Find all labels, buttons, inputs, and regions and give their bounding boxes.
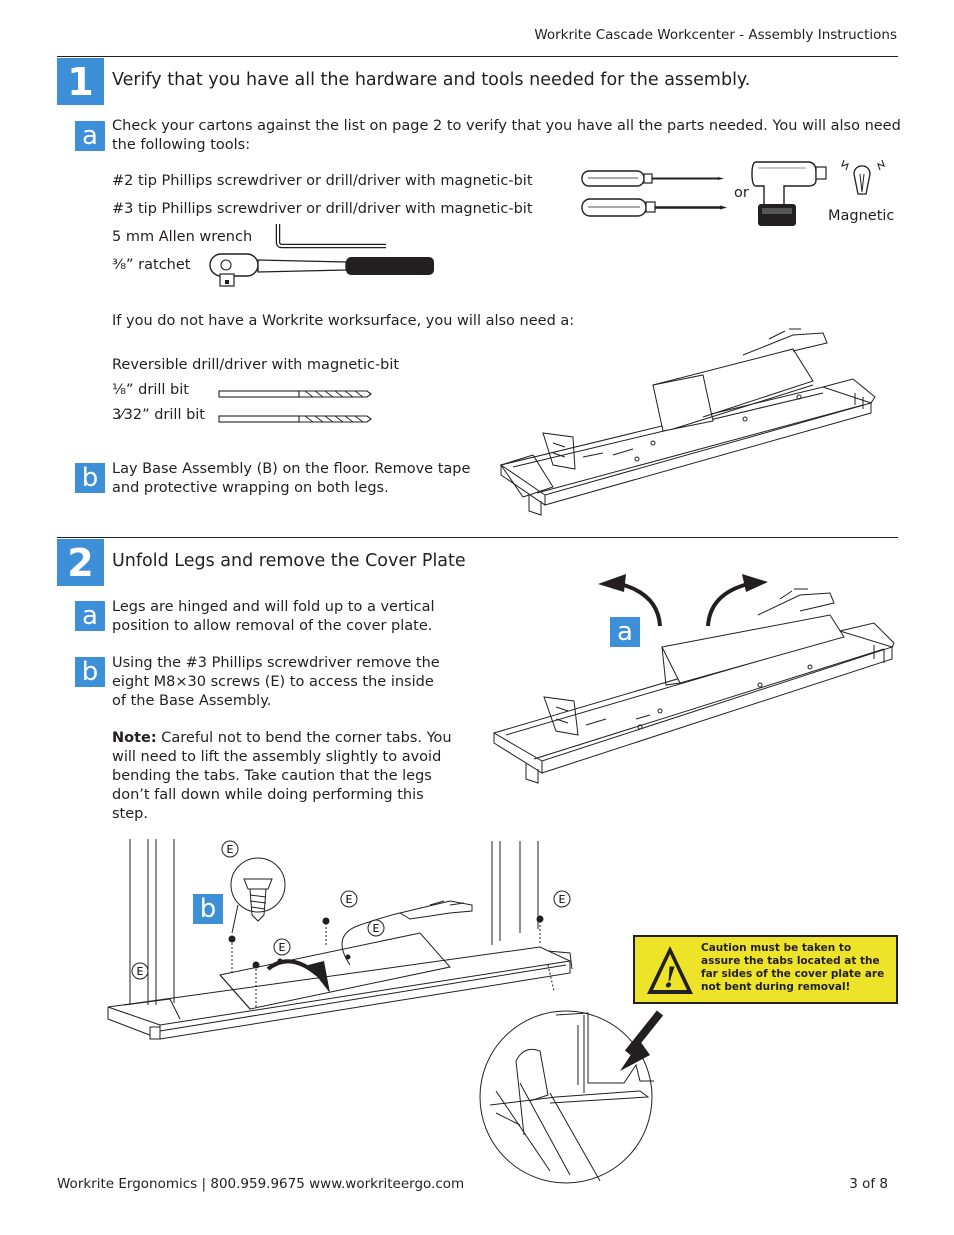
- magnetic-bit-icon: [841, 159, 885, 195]
- figure-label-b: b: [193, 894, 223, 924]
- screw-label-e: E: [137, 965, 144, 978]
- caution-text: Caution must be taken to assure the tabs…: [701, 942, 885, 993]
- tool-item: ⅛” drill bit: [112, 382, 189, 398]
- section-divider: [57, 537, 898, 538]
- base-assembly-legs-unfolding-illustration: [492, 588, 895, 784]
- extra-tools-intro: If you do not have a Workrite worksurfac…: [112, 313, 575, 329]
- substep-text: Legs are hinged and will fold up to a ve…: [112, 599, 435, 634]
- cover-plate-removal-illustration: E E E E E E: [107, 839, 664, 1184]
- page-number: 3 of 8: [849, 1176, 888, 1192]
- warning-triangle-icon: !: [647, 946, 693, 994]
- figure-label-a: a: [610, 617, 640, 647]
- screw-label-e: E: [346, 893, 353, 906]
- substep-text: Using the #3 Phillips screwdriver remove…: [112, 655, 440, 709]
- substep-badge: a: [75, 601, 105, 631]
- phillips-screwdriver-icon: [581, 170, 724, 187]
- rotation-arrows-icon: [598, 574, 768, 627]
- tool-item: 5 mm Allen wrench: [112, 229, 253, 245]
- note-label: Note:: [112, 730, 157, 746]
- substep-badge: a: [75, 121, 105, 151]
- tool-item: #3 tip Phillips screwdriver or drill/dri…: [112, 201, 533, 217]
- tool-item: ⅜” ratchet: [112, 257, 191, 273]
- step-number-badge: 2: [57, 539, 104, 586]
- tool-item: 3⁄32” drill bit: [112, 407, 205, 423]
- drill-bit-icon: [218, 415, 372, 423]
- substep-text: Check your cartons against the list on p…: [112, 118, 901, 153]
- step-heading: Verify that you have all the hardware an…: [112, 70, 751, 90]
- screw-label-e: E: [279, 941, 286, 954]
- tool-item: #2 tip Phillips screwdriver or drill/dri…: [112, 173, 533, 189]
- base-assembly-illustration: [499, 328, 876, 516]
- screw-label-e: E: [559, 893, 566, 906]
- note-paragraph: Note: Careful not to bend the corner tab…: [112, 729, 452, 824]
- allen-wrench-icon: [275, 224, 386, 249]
- step-number-badge: 1: [57, 58, 104, 105]
- phillips-screwdriver-icon: [581, 198, 727, 217]
- ratchet-icon: [209, 253, 434, 287]
- document-header: Workrite Cascade Workcenter - Assembly I…: [534, 27, 897, 43]
- or-label: or: [734, 185, 749, 201]
- screw-label-e: E: [373, 922, 380, 935]
- drill-driver-icon: [751, 161, 827, 226]
- section-divider: [57, 56, 898, 57]
- screw-label-e: E: [227, 843, 234, 856]
- note-text: Careful not to bend the corner tabs. You…: [112, 730, 452, 822]
- substep-badge: b: [75, 463, 105, 493]
- substep-badge: b: [75, 657, 105, 687]
- drill-bit-icon: [218, 390, 372, 398]
- substep-text: Lay Base Assembly (B) on the floor. Remo…: [112, 461, 471, 496]
- warning-symbol: !: [664, 961, 676, 994]
- step-heading: Unfold Legs and remove the Cover Plate: [112, 551, 466, 571]
- footer-company: Workrite Ergonomics | 800.959.9675 www.w…: [57, 1176, 465, 1192]
- magnetic-label: Magnetic: [828, 208, 895, 224]
- tool-item: Reversible drill/driver with magnetic-bi…: [112, 357, 400, 373]
- caution-box: ! Caution must be taken to assure the ta…: [633, 935, 898, 1004]
